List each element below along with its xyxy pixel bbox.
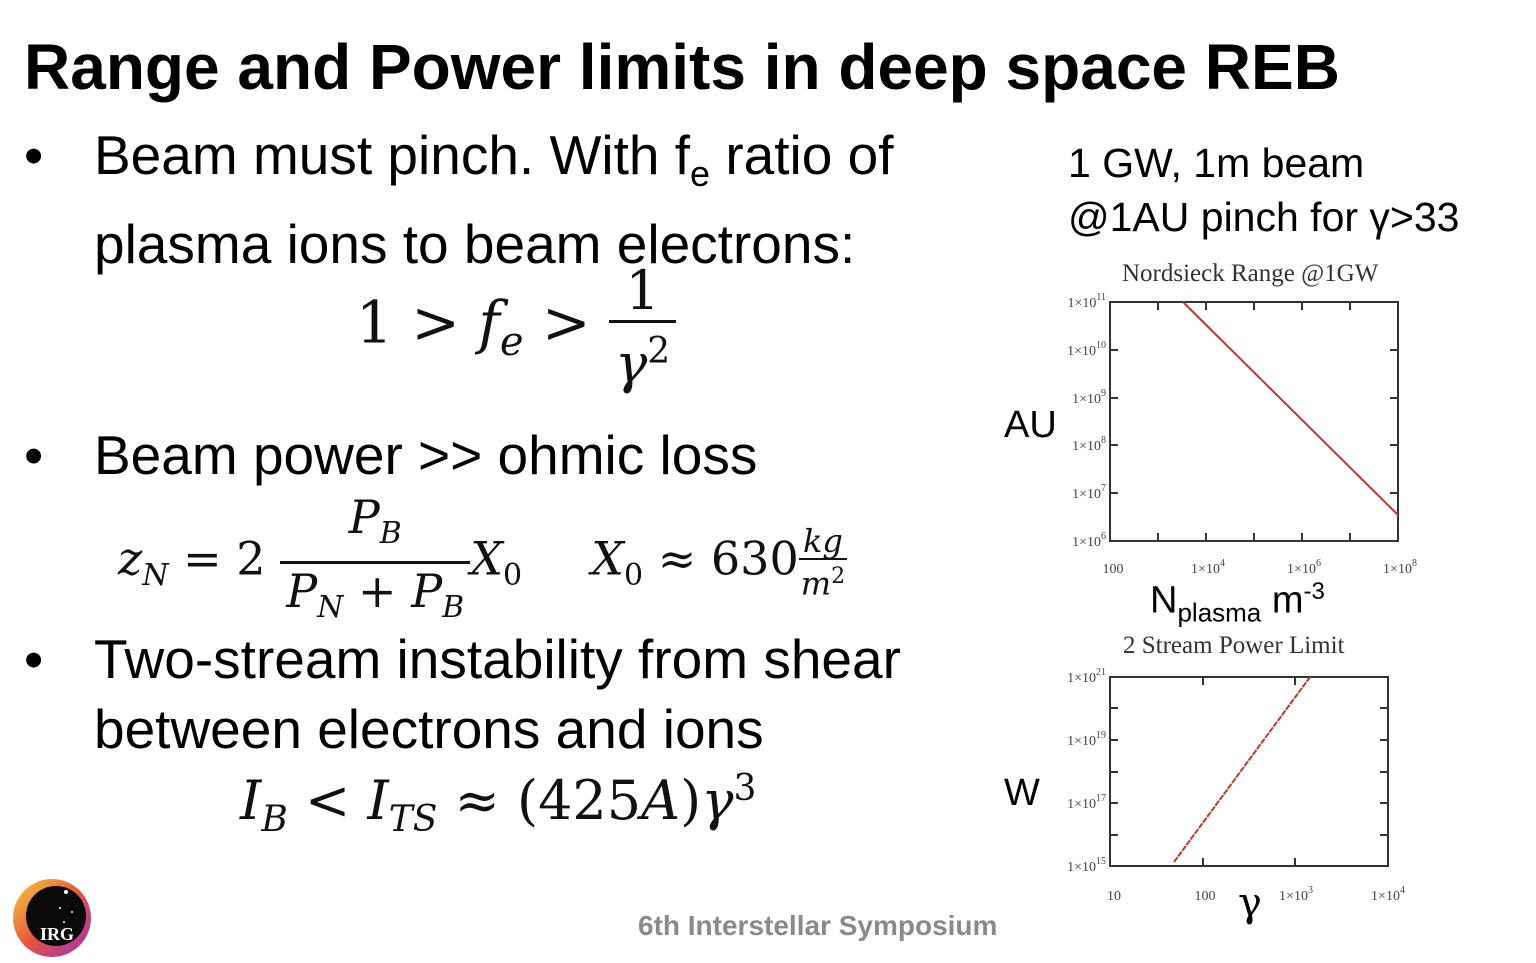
svg-text:1×1019: 1×1019 <box>1067 730 1106 749</box>
svg-text:1×108: 1×108 <box>1383 558 1417 577</box>
chart-ylabel-au: AU <box>1004 404 1057 446</box>
bullet-dot: • <box>24 424 44 486</box>
svg-text:1×104: 1×104 <box>1191 558 1225 577</box>
svg-text:1×1017: 1×1017 <box>1067 793 1106 812</box>
svg-text:1×106: 1×106 <box>1287 558 1321 577</box>
svg-text:1×1010: 1×1010 <box>1067 340 1106 359</box>
svg-text:1×1015: 1×1015 <box>1067 856 1106 875</box>
svg-text:1×109: 1×109 <box>1072 388 1106 407</box>
chart-xlabel-gamma: γ <box>1238 880 1262 926</box>
chart-series-power-limit <box>1173 676 1311 863</box>
svg-text:1×104: 1×104 <box>1371 885 1405 904</box>
chart-title-two-stream: 2 Stream Power Limit <box>1123 632 1345 659</box>
chart-two-stream-power: 1×1021 1×1019 1×1017 1×1015 10 100 1×103… <box>1067 667 1405 904</box>
svg-text:100: 100 <box>1195 889 1216 904</box>
slide-title: Range and Power limits in deep space REB <box>24 31 1340 103</box>
svg-text:IRG: IRG <box>40 924 74 944</box>
chart-ylabel-w: W <box>1004 772 1040 814</box>
chart-nordsieck-range: 1×1011 1×1010 1×109 1×108 1×107 1×106 10… <box>1067 292 1417 577</box>
footer-conference: 6th Interstellar Symposium <box>638 910 998 941</box>
svg-text:100: 100 <box>1103 562 1124 577</box>
rocket-icon: IRG <box>13 879 91 957</box>
svg-text:1×1021: 1×1021 <box>1067 667 1106 686</box>
bullet-dot: • <box>24 124 44 186</box>
bullet-dot: • <box>24 628 44 690</box>
svg-text:1×106: 1×106 <box>1072 531 1106 550</box>
svg-text:1×108: 1×108 <box>1072 435 1106 454</box>
bullet-text: Beam power >> ohmic loss <box>94 424 758 486</box>
svg-text:1×103: 1×103 <box>1279 885 1313 904</box>
chart-title-nordsieck: Nordsieck Range @1GW <box>1122 260 1379 287</box>
chart-xlabel-nplasma: Nplasma m-3 <box>1150 578 1325 628</box>
equation-two-stream-current: IB < ITS ≈ (425A)γ3 <box>240 768 757 840</box>
svg-text:1×107: 1×107 <box>1072 483 1106 502</box>
chart-series-range <box>1182 301 1399 516</box>
svg-text:10: 10 <box>1107 889 1121 904</box>
irg-logo: IRG <box>12 878 92 958</box>
side-note: 1 GW, 1m beam@1AU pinch for γ>33 <box>1068 140 1460 240</box>
svg-text:1×1011: 1×1011 <box>1067 292 1106 311</box>
